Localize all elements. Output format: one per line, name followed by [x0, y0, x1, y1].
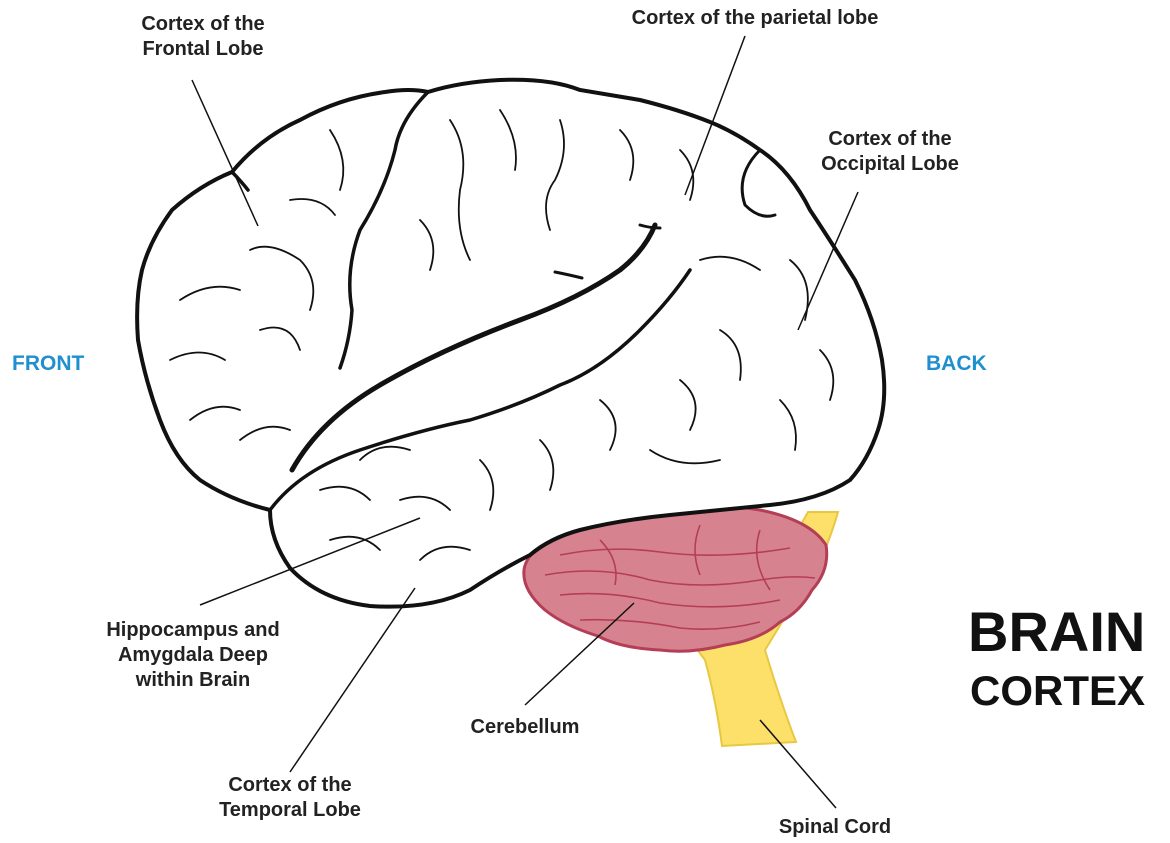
hippocampus-label: Hippocampus and Amygdala Deep within Bra… — [68, 618, 318, 693]
cerebellum-label: Cerebellum — [445, 715, 605, 740]
spinal-cord-leader-line — [760, 720, 836, 808]
occipital-lobe-label: Cortex of the Occipital Lobe — [800, 127, 980, 177]
front-direction-label: FRONT — [12, 352, 84, 376]
parietal-lobe-label: Cortex of the parietal lobe — [590, 6, 920, 31]
back-direction-label: BACK — [926, 352, 987, 376]
parietal-lobe-label-line1: Cortex of the parietal lobe — [590, 6, 920, 31]
frontal-lobe-label: Cortex of the Frontal Lobe — [118, 12, 288, 62]
spinal-cord-label: Spinal Cord — [755, 815, 915, 840]
spinal-cord-label-line1: Spinal Cord — [755, 815, 915, 840]
hippocampus-label-line1: Hippocampus and — [68, 618, 318, 643]
hippocampus-label-line3: within Brain — [68, 668, 318, 693]
title-line2: CORTEX — [970, 668, 1145, 714]
frontal-lobe-label-line2: Frontal Lobe — [118, 37, 288, 62]
occipital-lobe-label-line2: Occipital Lobe — [800, 152, 980, 177]
occipital-lobe-label-line1: Cortex of the — [800, 127, 980, 152]
frontal-lobe-label-line1: Cortex of the — [118, 12, 288, 37]
temporal-lobe-label: Cortex of the Temporal Lobe — [190, 773, 390, 823]
temporal-lobe-label-line1: Cortex of the — [190, 773, 390, 798]
cerebellum-label-line1: Cerebellum — [445, 715, 605, 740]
hippocampus-label-line2: Amygdala Deep — [68, 643, 318, 668]
title-line1: BRAIN — [968, 602, 1145, 662]
temporal-lobe-label-line2: Temporal Lobe — [190, 798, 390, 823]
